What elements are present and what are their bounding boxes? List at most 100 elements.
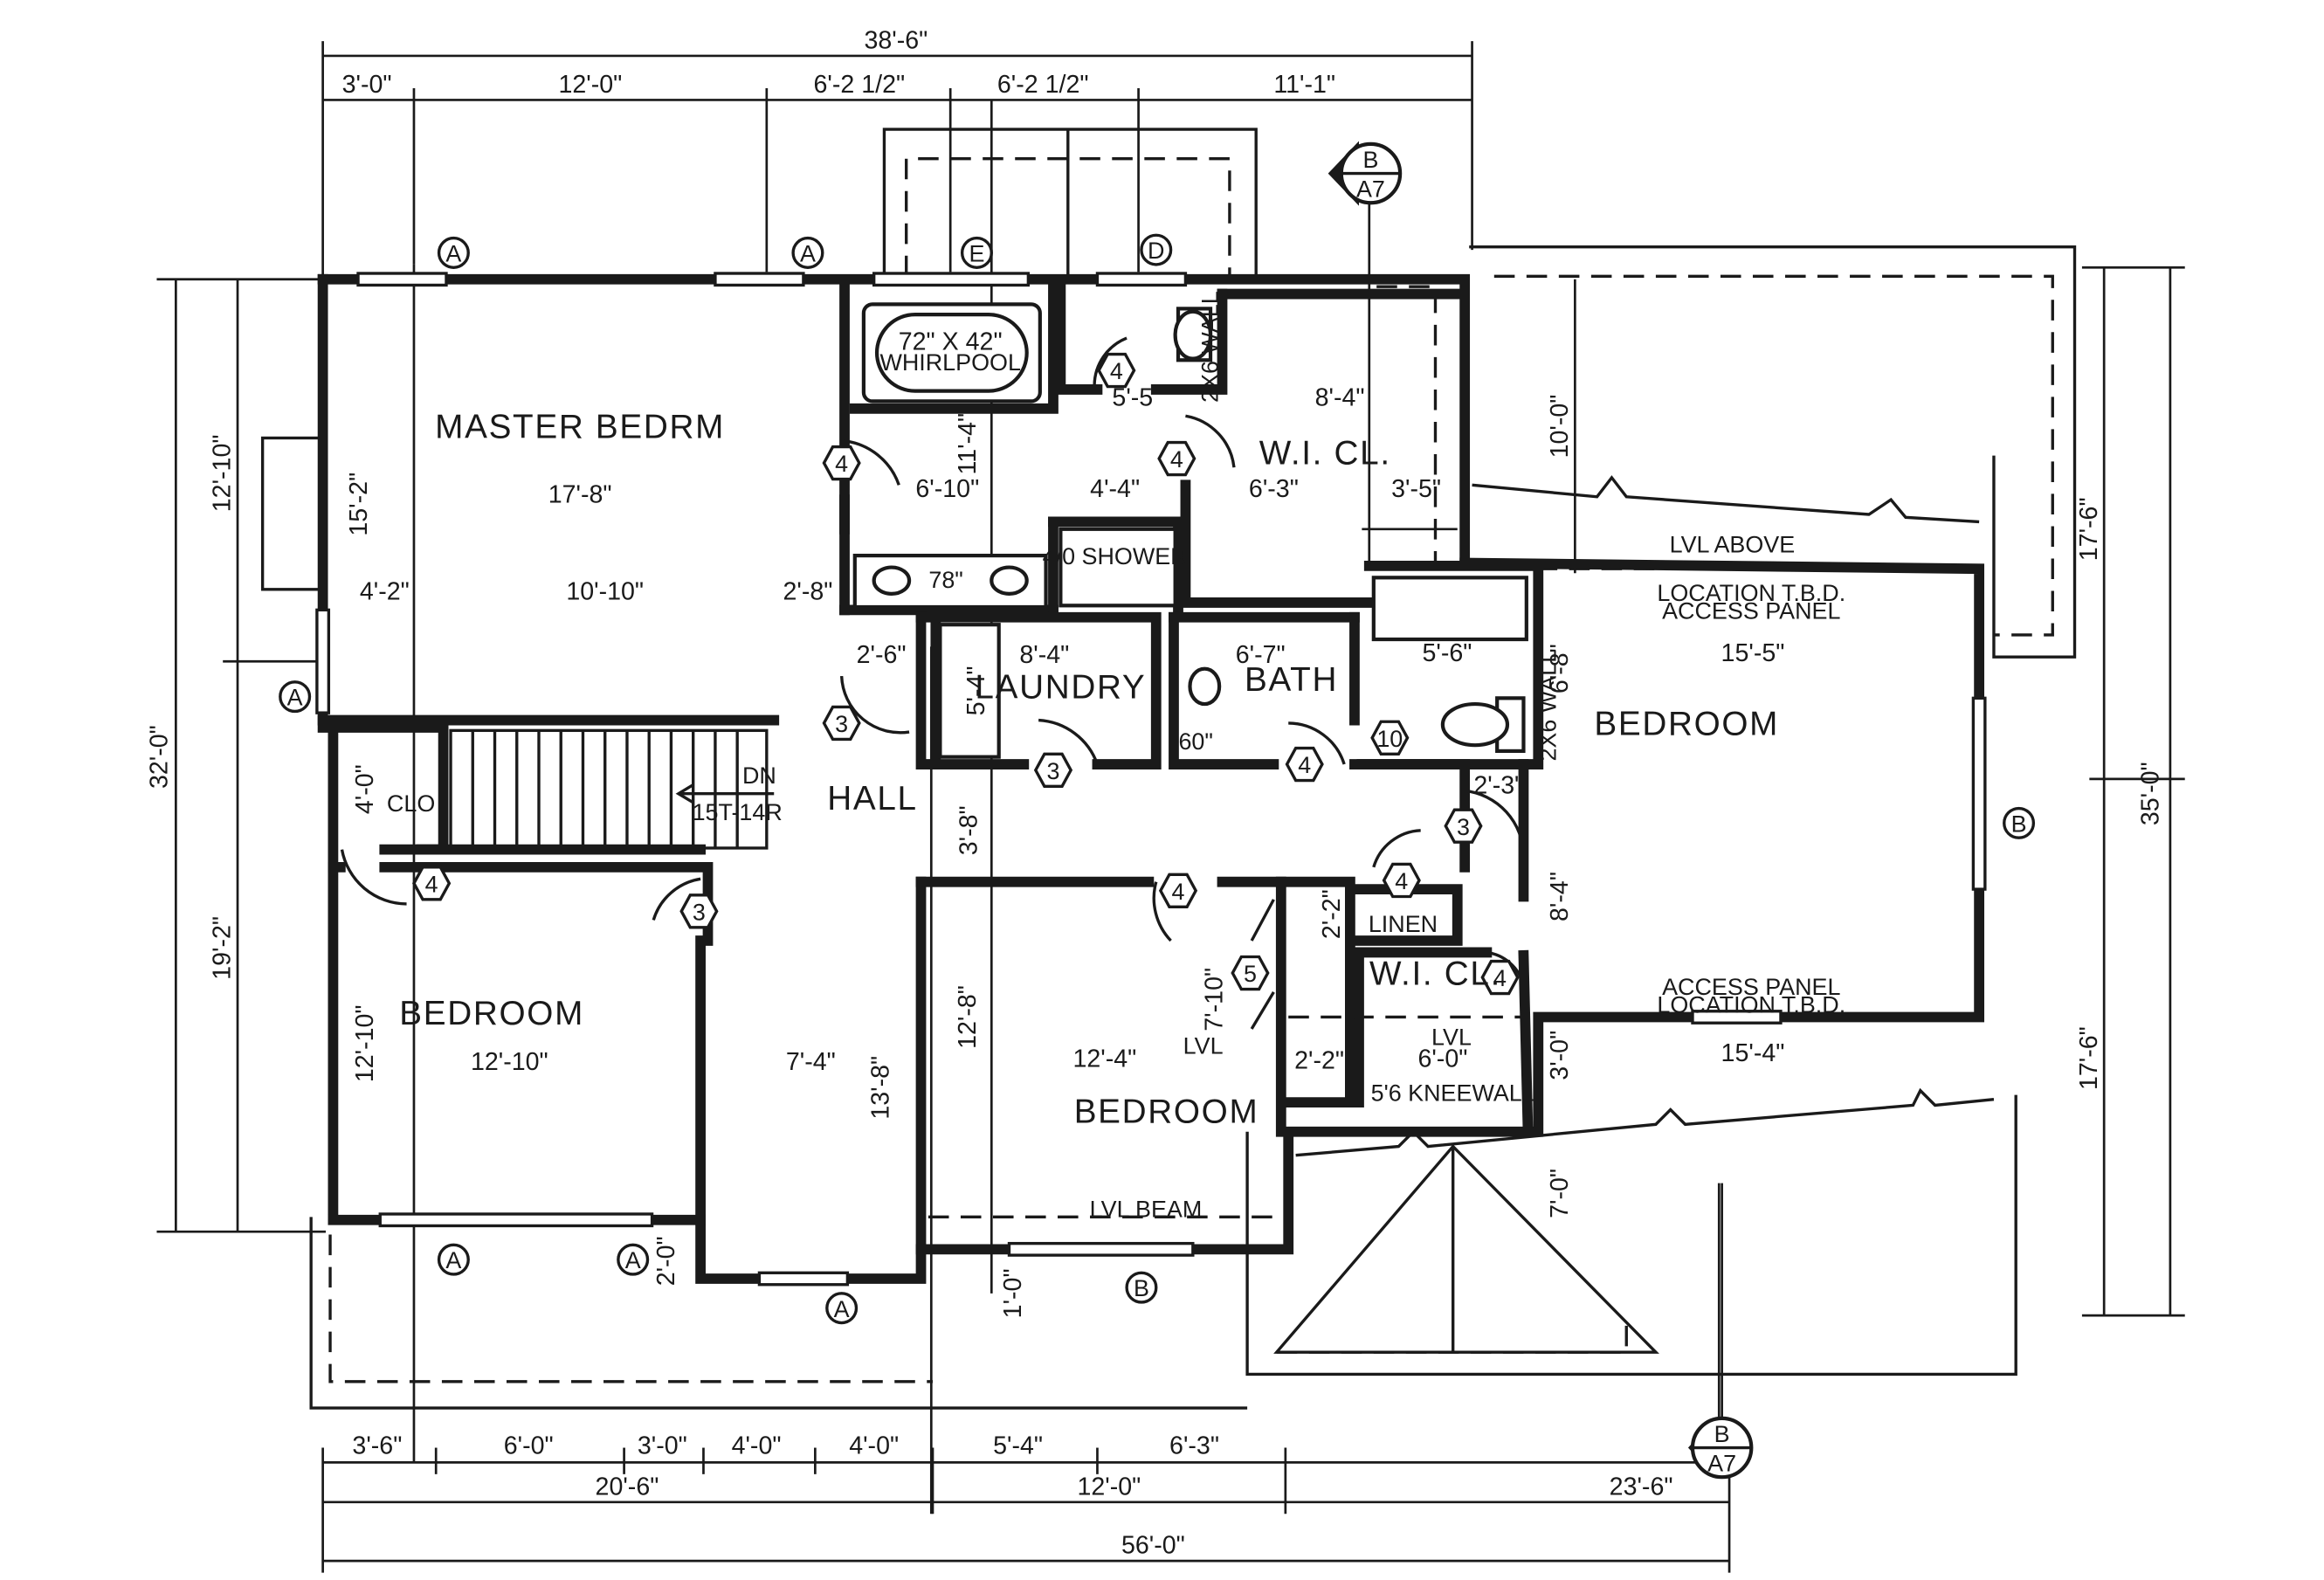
dim-bedroom-center-7-10: 7'-10": [1200, 968, 1228, 1031]
dim-laundry-8-4: 8'-4": [1019, 641, 1069, 669]
note-access-bottom-line1: ACCESS PANEL: [1662, 974, 1840, 1000]
windows: [315, 272, 1987, 1287]
dim-bedroom-center-12-4: 12'-4": [1072, 1045, 1136, 1073]
dim-bedroom-right-8-4: 8'-4": [1546, 872, 1574, 921]
dim-bottom-4-0-b: 4'-0": [849, 1432, 899, 1459]
room-bedroom-center: BEDROOM: [1074, 1094, 1259, 1131]
dim-bottom-12-0: 12'-0": [1077, 1473, 1141, 1501]
section-bottom-sheet: A7: [1707, 1450, 1736, 1476]
section-marker-top: B A7: [1328, 141, 1403, 206]
door-tag: 10: [1376, 726, 1403, 752]
dim-top-3-0: 3'-0": [342, 71, 392, 99]
note-access-bottom-line2: LOCATION T.B.D.: [1657, 991, 1845, 1018]
note-kneewall: 5'6 KNEEWALL: [1371, 1080, 1535, 1106]
dim-bedroom-right-6-8: 6'-8": [1546, 644, 1574, 693]
dim-top-6-2b: 6'-2 1/2": [997, 71, 1089, 99]
dim-closet-4-0: 4'-0": [351, 764, 379, 814]
dim-closet-2-2-vertical: 2'-2": [1318, 889, 1346, 939]
note-2x6-wall-wc: 2X6 WALL: [1196, 291, 1223, 403]
note-stair-count: 15T-14R: [693, 799, 783, 825]
dim-master-2-8: 2'-8": [783, 578, 832, 606]
dim-bedroom-left-height: 12'-10": [351, 1004, 379, 1082]
dim-bottom-56-0: 56'-0": [1121, 1532, 1185, 1560]
door-tag: 4: [1170, 446, 1183, 473]
room-hall: HALL: [827, 780, 918, 818]
window-tag: A: [445, 241, 461, 267]
door-tag: 4: [1395, 868, 1408, 894]
room-bedroom-left: BEDROOM: [399, 995, 584, 1032]
dim-bottom-2-0: 2'-0": [652, 1236, 680, 1286]
note-vanity-78: 78": [928, 567, 962, 593]
door-tags: 4 4 4 4 3 3 3 4 10 3 4 4 4 5 4: [412, 352, 1520, 996]
window-tag: B: [1134, 1275, 1149, 1301]
room-laundry: LAUNDRY: [975, 668, 1146, 706]
dim-bedroom-right-15-5: 15'-5": [1721, 639, 1785, 667]
dim-top-overall: 38'-6": [864, 27, 928, 55]
dim-bedroom-right-7-0: 7'-0": [1546, 1169, 1574, 1218]
dim-bottom-20-6: 20'-6": [596, 1473, 659, 1501]
dim-closet-2-2: 2'-2": [1294, 1046, 1344, 1074]
whirlpool-label: WHIRLPOOL: [879, 349, 1020, 376]
window-tag: A: [287, 685, 303, 711]
door-tag: 3: [835, 711, 848, 737]
window-tag: B: [2011, 811, 2027, 837]
dim-top-6-2a: 6'-2 1/2": [814, 71, 906, 99]
dim-bottom-1-0: 1'-0": [999, 1268, 1027, 1318]
door-tag: 4: [1172, 879, 1185, 905]
door-tag: 4: [1493, 965, 1507, 991]
window-tag: A: [445, 1247, 461, 1273]
dim-left-19-2: 19'-2": [209, 916, 237, 980]
dim-tub-5-6: 5'-6": [1422, 639, 1472, 667]
dim-wic-3-5: 3'-5": [1391, 475, 1441, 503]
dim-wc-5-5: 5'-5": [1112, 383, 1162, 411]
door-tag: 5: [1244, 961, 1257, 987]
room-walk-in-closet-master: W.I. CL.: [1259, 435, 1391, 473]
walls: [317, 273, 1985, 1284]
shower-label: 4/0 SHOWER: [1043, 543, 1188, 569]
dim-bedroom-left-width: 12'-10": [471, 1048, 548, 1076]
lvl-beams: [928, 285, 1980, 1219]
note-2x6-wall-bath: 2X6 WALL: [1534, 650, 1561, 762]
section-marker-bottom: B A7: [1687, 1416, 1754, 1480]
dim-wic-6-3: 6'-3": [1249, 475, 1299, 503]
dim-bedroom-right-15-4: 15'-4": [1721, 1039, 1785, 1067]
roof-outlines: [260, 128, 2077, 1410]
room-closet: CLO: [387, 790, 435, 817]
dim-bedroom-center-12-8: 12'-8": [954, 985, 982, 1049]
section-top-sheet: A7: [1356, 176, 1385, 202]
dim-master-height: 15'-2": [345, 473, 373, 536]
window-tag: A: [834, 1296, 850, 1322]
dim-top-12-0: 12'-0": [558, 71, 622, 99]
window-tags: A A E D A A A A B B: [279, 233, 2036, 1325]
window-tag: E: [969, 241, 984, 267]
dim-right-10-0: 10'-0": [1546, 395, 1574, 459]
room-labels: MASTER BEDRM 72" X 42" WHIRLPOOL 4/0 SHO…: [387, 328, 1777, 1131]
door-tag: 3: [693, 899, 706, 925]
dim-hall-2-6: 2'-6": [857, 641, 907, 669]
note-lvl-beam: LVL BEAM: [1090, 1196, 1203, 1222]
dim-right-35-0: 35'-0": [2136, 762, 2164, 825]
dim-bottom-5-4: 5'-4": [993, 1432, 1043, 1459]
section-bottom-letter: B: [1714, 1421, 1730, 1447]
note-stair-down: DN: [742, 762, 776, 789]
plan-notes: LVL ABOVE LOCATION T.B.D. ACCESS PANEL A…: [693, 291, 1846, 1222]
note-lvl-left: LVL: [1183, 1033, 1224, 1059]
dim-master-4-2: 4'-2": [360, 578, 410, 606]
dim-bedroom-right-2-3: 2'-3": [1473, 772, 1523, 800]
dim-left-32-0: 32'-0": [145, 725, 173, 789]
dim-bedroom-left-13-8: 13'-8": [867, 1056, 895, 1120]
dim-bottom-6-3: 6'-3": [1169, 1432, 1219, 1459]
fixtures: [852, 302, 1528, 759]
dim-bedroom-left-7-4: 7'-4": [786, 1048, 836, 1076]
whirlpool-size: 72" X 42": [899, 328, 1003, 356]
room-walk-in-closet-small: W.I. CL.: [1369, 955, 1501, 992]
room-linen: LINEN: [1369, 911, 1438, 937]
room-bath: BATH: [1245, 661, 1338, 699]
dim-right-17-6b: 17'-6": [2075, 1026, 2103, 1090]
room-master-bedroom: MASTER BEDRM: [435, 408, 725, 445]
dim-bottom-4-0-a: 4'-0": [732, 1432, 782, 1459]
dim-master-width: 17'-8": [548, 481, 612, 509]
dim-bottom-23-6: 23'-6": [1610, 1473, 1673, 1501]
dim-bath-6-10: 6'-10": [915, 475, 979, 503]
dim-wic-8-4: 8'-4": [1315, 383, 1365, 411]
